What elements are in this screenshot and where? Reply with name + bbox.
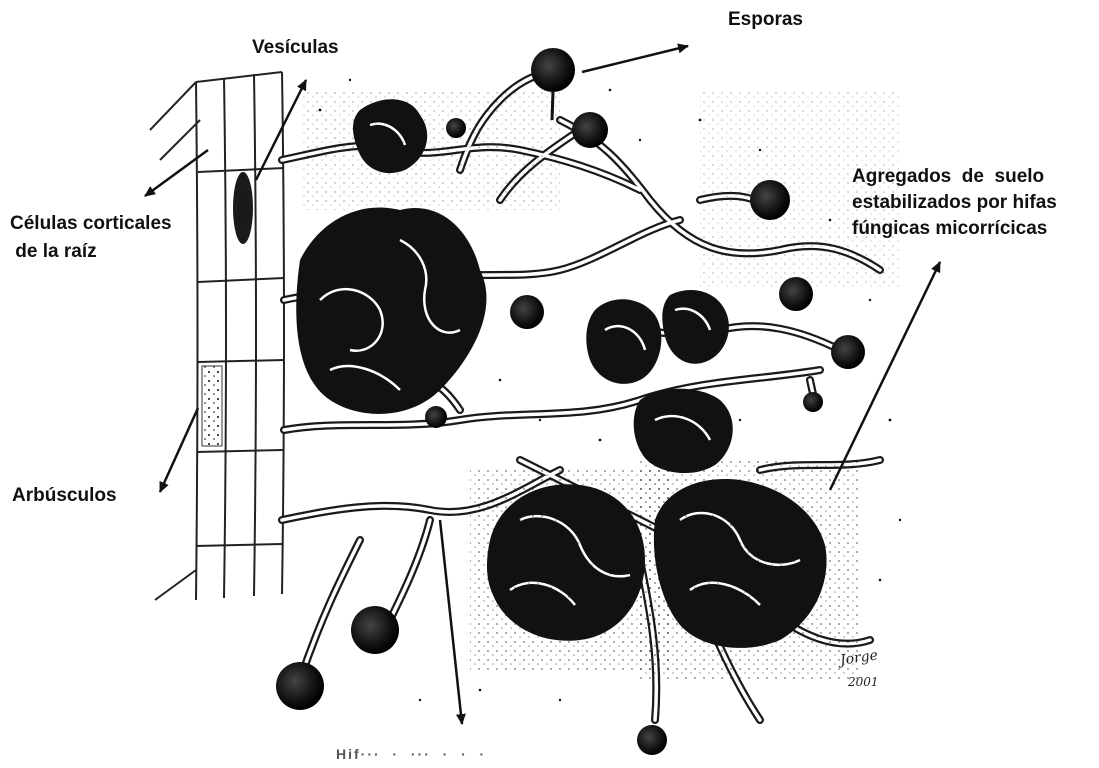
spore-icon [425, 406, 447, 428]
label-bottom-cropped: Hif··· · ··· · · · [336, 742, 486, 766]
root-outline [160, 120, 200, 160]
root-cell-wall [254, 74, 256, 596]
root-cell-wall [196, 544, 282, 546]
root-cell-wall [198, 168, 284, 172]
root-cell-wall [198, 278, 284, 282]
label-vesiculas: Vesículas [252, 36, 339, 60]
root-outline [150, 82, 196, 130]
arrow-icon [582, 46, 688, 72]
arrow-icon [256, 80, 306, 180]
soil-aggregate-icon [662, 290, 729, 364]
label-arbusculos: Arbúsculos [12, 484, 117, 508]
soil-aggregate-icon [586, 299, 661, 384]
spore-icon [572, 112, 608, 148]
root-cell-wall [224, 78, 226, 598]
arrow-icon [830, 262, 940, 490]
spore-icon [750, 180, 790, 220]
root-cell-wall [196, 72, 282, 82]
vesicle-texture [239, 184, 247, 232]
root-cortical-cells [150, 72, 284, 600]
spore-icon [351, 606, 399, 654]
spore-icon [637, 725, 667, 755]
artist-signature-year: 2001 [848, 674, 879, 690]
root-cell-wall [197, 450, 283, 452]
spore-icon [779, 277, 813, 311]
arrow-icon [160, 408, 198, 492]
label-agregados: Agregados de suelo estabilizados por hif… [852, 164, 1057, 242]
spore-icon [510, 295, 544, 329]
spore-icon [446, 118, 466, 138]
arrow-icon [145, 150, 208, 196]
label-esporas: Esporas [728, 8, 803, 32]
arbuscule-shape [202, 366, 222, 446]
spore-icon [831, 335, 865, 369]
spore-icon [276, 662, 324, 710]
arrow-icon [440, 520, 462, 724]
spore-icon [803, 392, 823, 412]
root-outline [155, 570, 196, 600]
label-celulas-corticales: Células corticales de la raíz [10, 210, 172, 266]
root-cell-wall [198, 360, 284, 362]
